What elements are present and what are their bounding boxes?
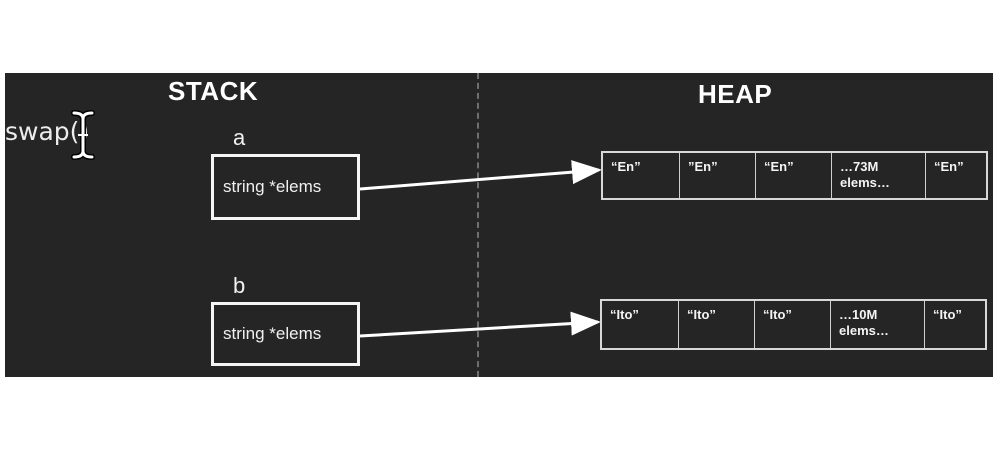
- array-cell: “En”: [756, 153, 832, 198]
- text-cursor-icon: [71, 110, 95, 160]
- array-cell: “Ito”: [933, 307, 962, 322]
- pointer-field-a: string *elems: [223, 177, 322, 196]
- array-cell: “En”: [603, 153, 680, 198]
- diagram-canvas: STACK HEAP swap() a string *elems b stri…: [5, 73, 993, 377]
- array-cell-ellipsis: …73M elems…: [832, 153, 926, 198]
- pointer-arrow-b: [359, 311, 601, 338]
- array-cell: “En”: [934, 159, 964, 174]
- function-label: swap(): [5, 117, 90, 146]
- stack-header: STACK: [168, 76, 259, 106]
- pointer-arrow-a: [359, 160, 602, 191]
- heap-array-a: “En” ”En” “En” …73M elems… “En”: [601, 151, 988, 200]
- pointer-arrows: [359, 160, 602, 338]
- array-cell-ellipsis: …10M elems…: [831, 301, 925, 348]
- pointer-field-b: string *elems: [223, 324, 322, 343]
- heap-header: HEAP: [698, 79, 773, 109]
- heap-array-b: “Ito” “Ito” “Ito” …10M elems… “Ito”: [600, 299, 987, 350]
- array-cell: “Ito”: [679, 301, 755, 348]
- array-cell: ”En”: [680, 153, 756, 198]
- stack-frame-a: string *elems: [211, 154, 360, 220]
- variable-label-a: a: [233, 125, 246, 150]
- variable-label-b: b: [233, 273, 246, 298]
- stack-frame-b: string *elems: [211, 302, 360, 366]
- array-cell: “Ito”: [755, 301, 831, 348]
- array-cell: “Ito”: [602, 301, 679, 348]
- stack-heap-divider: [477, 73, 479, 377]
